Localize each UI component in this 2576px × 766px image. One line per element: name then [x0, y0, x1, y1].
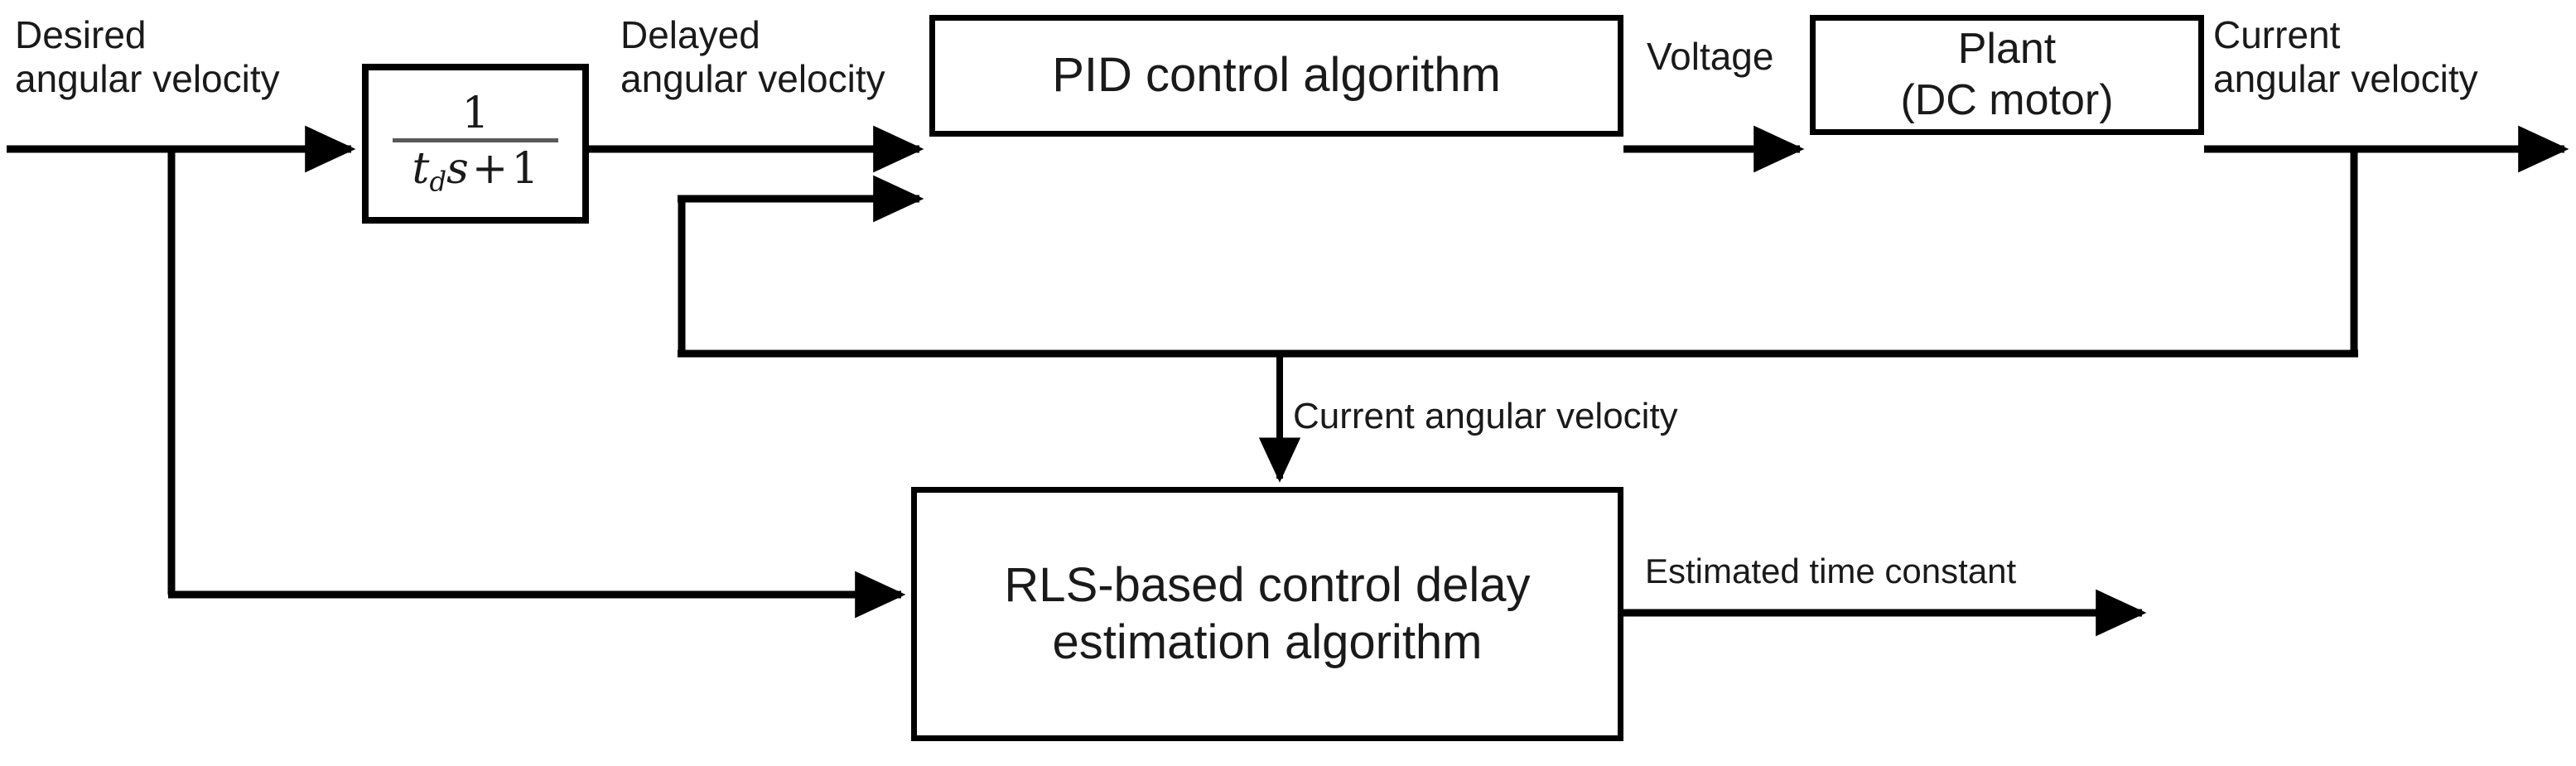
denominator-subscript: d	[429, 166, 447, 198]
denominator-operator: +	[471, 144, 509, 195]
fraction-bar	[393, 138, 558, 143]
fraction-numerator: 1	[461, 89, 490, 139]
label-current-angular-velocity-output: Current angular velocity	[2213, 13, 2478, 102]
label-delayed-line1: Delayed	[620, 13, 760, 56]
pid-block-label: PID control algorithm	[1052, 48, 1501, 103]
rls-block-label-line1: RLS-based control delay	[1004, 558, 1531, 613]
label-delayed-line2: angular velocity	[620, 57, 885, 101]
label-estimated-time-constant: Estimated time constant	[1645, 552, 2017, 590]
transfer-function-fraction: 1 tds+1	[393, 92, 558, 195]
rls-block-label-line2: estimation algorithm	[1052, 614, 1483, 669]
fraction-denominator: tds+1	[406, 142, 546, 195]
plant-block-label-line1: Plant	[1957, 25, 2057, 74]
label-current-angular-velocity-feedback: Current angular velocity	[1293, 396, 1678, 436]
rls-estimation-algorithm-block[interactable]: RLS-based control delay estimation algor…	[911, 487, 1623, 741]
label-desired-angular-velocity: Desired angular velocity	[15, 13, 280, 102]
denominator-constant: 1	[511, 144, 539, 195]
label-desired-line1: Desired	[15, 13, 147, 56]
plant-dc-motor-block[interactable]: Plant (DC motor)	[1810, 15, 2204, 135]
label-desired-line2: angular velocity	[15, 57, 280, 101]
label-voltage: Voltage	[1647, 35, 1774, 78]
denominator-base: t	[412, 144, 430, 195]
label-current-right-line2: angular velocity	[2213, 57, 2478, 101]
pid-control-algorithm-block[interactable]: PID control algorithm	[929, 15, 1623, 137]
label-delayed-angular-velocity: Delayed angular velocity	[620, 13, 885, 102]
control-delay-transfer-function-block[interactable]: 1 tds+1	[362, 64, 589, 224]
plant-block-label-line2: (DC motor)	[1900, 75, 2114, 124]
denominator-variable: s	[446, 144, 469, 195]
label-current-right-line1: Current	[2213, 13, 2341, 56]
